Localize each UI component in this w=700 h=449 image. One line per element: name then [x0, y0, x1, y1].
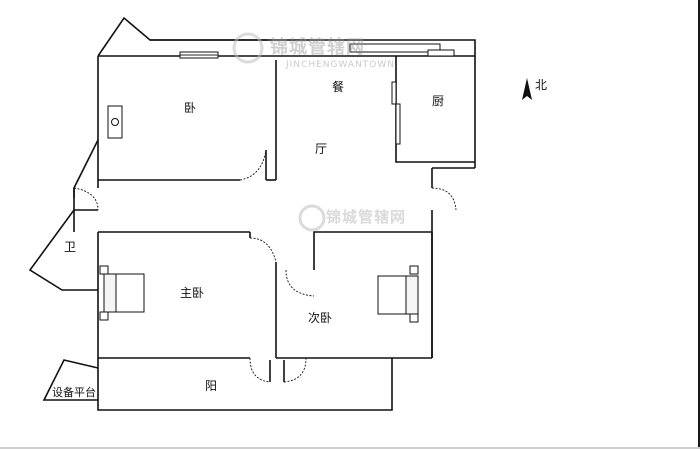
label-balcony: 阳 — [205, 379, 218, 393]
north-arrow-icon — [522, 78, 532, 100]
bed-master-icon — [99, 265, 145, 321]
label-bedroom: 卧 — [184, 101, 197, 115]
air-conditioner-icon — [107, 105, 123, 139]
label-second-bedroom: 次卧 — [308, 311, 333, 325]
watermark-brand-en-top: JINCHENGWANTOWN — [286, 60, 395, 70]
watermark — [232, 32, 326, 232]
watermark-brand-mid: 锦城管辖网 — [326, 208, 407, 226]
watermark-brand-top: 锦城管辖网 — [270, 37, 365, 58]
window-edge-bottom — [0, 447, 700, 449]
label-master-bedroom: 主卧 — [180, 286, 205, 300]
label-living: 厅 — [315, 142, 328, 156]
windows — [179, 43, 455, 145]
doors — [73, 149, 457, 383]
label-north: 北 — [535, 78, 548, 92]
walls — [28, 16, 476, 411]
label-bathroom: 卫 — [64, 240, 77, 254]
furniture — [99, 105, 419, 323]
label-kitchen: 厨 — [432, 94, 445, 108]
label-equipment-platform: 设备平台 — [52, 386, 96, 399]
window-edge-right — [698, 0, 700, 449]
bed-second-icon — [377, 265, 419, 323]
label-dining: 餐 — [332, 80, 345, 94]
